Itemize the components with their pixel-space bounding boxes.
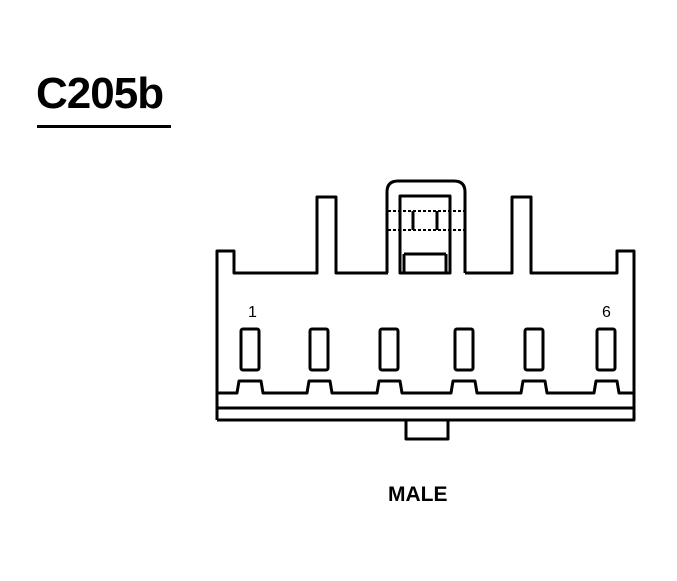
pin-4 xyxy=(453,327,475,372)
latch-outer xyxy=(385,179,467,273)
terminal-rail xyxy=(217,379,634,395)
pin-label-first: 1 xyxy=(248,304,257,321)
connector-title: C205b xyxy=(36,69,164,118)
pin-1 xyxy=(239,327,261,372)
title-underline xyxy=(37,125,171,128)
gender-label: MALE xyxy=(388,483,448,506)
pin-label-last: 6 xyxy=(602,304,611,321)
pin-3 xyxy=(378,327,400,372)
pin-2 xyxy=(308,327,330,372)
housing-outline xyxy=(215,195,636,422)
latch-inner xyxy=(398,194,452,275)
pin-6 xyxy=(595,327,617,372)
bottom-tab xyxy=(404,420,450,441)
pin-5 xyxy=(523,327,545,372)
